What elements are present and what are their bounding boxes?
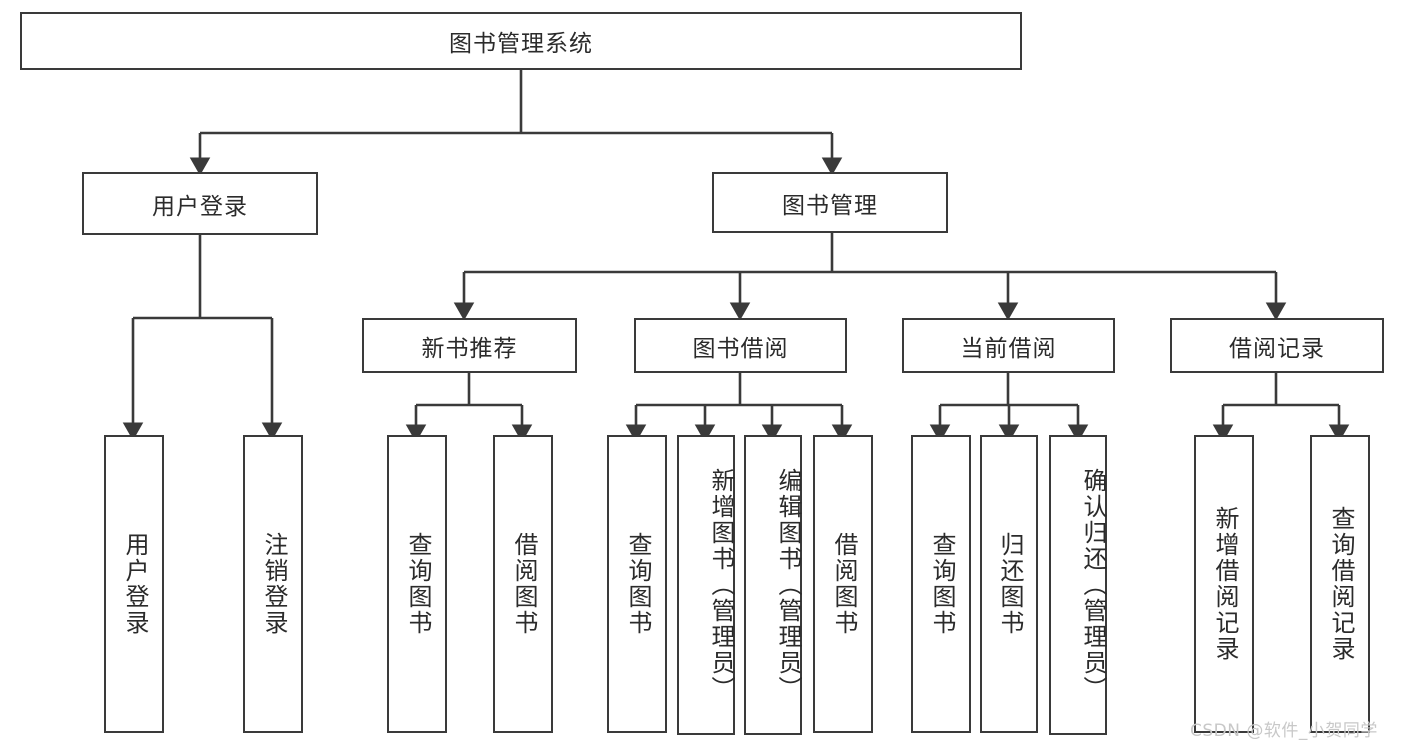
node-book-borrow[interactable]: 图书借阅 xyxy=(634,318,847,373)
node-label: 编辑图书（管理员） xyxy=(774,468,802,702)
node-label: 确认归还（管理员） xyxy=(1079,468,1107,702)
leaf-current-confirm-return-admin[interactable]: 确认归还（管理员） xyxy=(1049,435,1107,735)
node-current-borrow[interactable]: 当前借阅 xyxy=(902,318,1115,373)
node-label: 借阅记录 xyxy=(1229,335,1325,362)
node-label: 查询图书 xyxy=(927,532,956,636)
leaf-current-query-book[interactable]: 查询图书 xyxy=(911,435,971,733)
leaf-user-login[interactable]: 用户登录 xyxy=(104,435,164,733)
leaf-user-logout[interactable]: 注销登录 xyxy=(243,435,303,733)
node-label: 图书借阅 xyxy=(692,335,789,362)
csdn-watermark: CSDN @软件_小贺同学 xyxy=(1190,721,1378,741)
node-borrow-record[interactable]: 借阅记录 xyxy=(1170,318,1384,373)
node-label: 用户登录 xyxy=(120,532,149,636)
node-label: 图书管理 xyxy=(782,192,878,219)
leaf-borrow-query-book[interactable]: 查询图书 xyxy=(607,435,667,733)
node-label: 借阅图书 xyxy=(829,532,858,636)
node-label: 归还图书 xyxy=(995,532,1024,636)
leaf-borrow-add-book-admin[interactable]: 新增图书（管理员） xyxy=(677,435,735,735)
node-label: 当前借阅 xyxy=(960,335,1057,362)
node-label: 查询图书 xyxy=(623,532,652,636)
node-label: 图书管理系统 xyxy=(449,31,593,57)
node-user-login[interactable]: 用户登录 xyxy=(82,172,318,235)
node-new-book-recommend[interactable]: 新书推荐 xyxy=(362,318,577,373)
node-label: 查询图书 xyxy=(403,532,432,636)
node-label: 注销登录 xyxy=(259,532,288,636)
node-label: 新书推荐 xyxy=(421,335,518,362)
leaf-borrow-borrow-book[interactable]: 借阅图书 xyxy=(813,435,873,733)
leaf-recommend-query-book[interactable]: 查询图书 xyxy=(387,435,447,733)
leaf-record-query-record[interactable]: 查询借阅记录 xyxy=(1310,435,1370,733)
leaf-current-return-book[interactable]: 归还图书 xyxy=(980,435,1038,733)
node-label: 查询借阅记录 xyxy=(1326,506,1355,662)
node-label: 借阅图书 xyxy=(509,532,538,636)
node-book-management[interactable]: 图书管理 xyxy=(712,172,948,233)
node-root-book-management-system[interactable]: 图书管理系统 xyxy=(20,12,1022,70)
leaf-record-add-record[interactable]: 新增借阅记录 xyxy=(1194,435,1254,733)
node-label: 新增图书（管理员） xyxy=(707,468,735,702)
leaf-borrow-edit-book-admin[interactable]: 编辑图书（管理员） xyxy=(744,435,802,735)
leaf-recommend-borrow-book[interactable]: 借阅图书 xyxy=(493,435,553,733)
node-label: 用户登录 xyxy=(152,193,248,220)
node-label: 新增借阅记录 xyxy=(1210,506,1239,662)
